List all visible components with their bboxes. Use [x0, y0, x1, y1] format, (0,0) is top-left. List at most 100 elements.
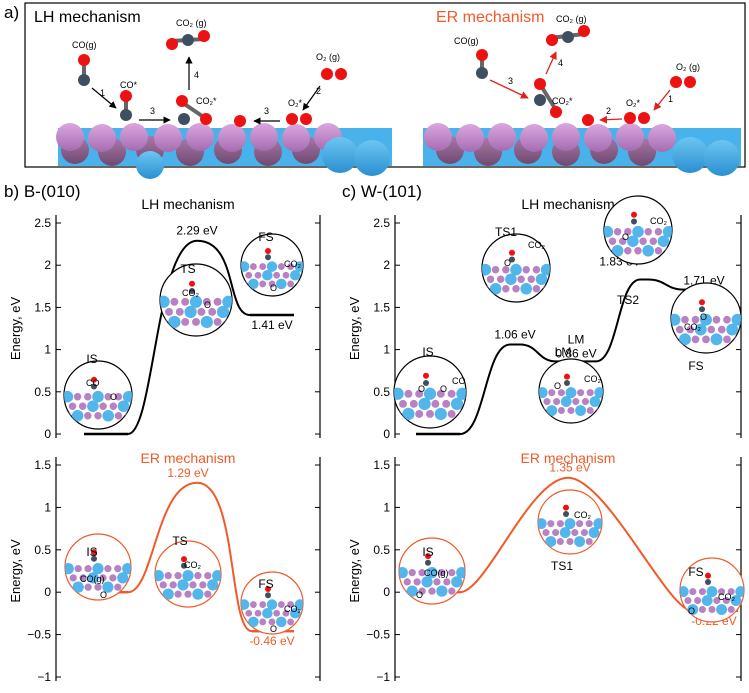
slab-atom-pink	[447, 410, 456, 418]
er-label-o2-g: O₂ (g)	[676, 62, 700, 72]
slab-atom-pink	[428, 587, 436, 595]
y-tick-label: 1.5	[34, 300, 51, 314]
slab-atom-blue	[162, 588, 174, 600]
slab-atom-blue	[289, 607, 301, 619]
y-axis-label: Energy, eV	[8, 297, 23, 361]
inset-species-label: CO₂	[182, 288, 200, 298]
slab-atom-pink	[431, 399, 440, 408]
carbon-atom	[425, 559, 431, 566]
slab-atom-blue	[540, 263, 550, 276]
slab-atom-pink	[245, 609, 253, 617]
y-tick-label: 1	[44, 343, 51, 357]
slab-atom-pink	[164, 572, 172, 580]
panel-a: a)	[4, 2, 746, 179]
slab-atom-pink	[722, 597, 730, 605]
slab-atom-pink	[155, 590, 162, 598]
inset-species-label: CO₂	[284, 259, 302, 269]
state-label: IS	[422, 545, 433, 559]
inset-species-label: CO₂	[650, 216, 668, 226]
carbon-atom	[189, 288, 195, 294]
slab-atom-blue	[189, 295, 203, 308]
slab-atom-blue	[200, 315, 213, 329]
slab-atom-pink	[254, 609, 262, 617]
inset-species-label: CO₂	[684, 322, 702, 332]
slab-atom-pink	[698, 606, 706, 614]
slab-atom-pink	[268, 618, 276, 626]
inset-species-label: O	[504, 258, 511, 268]
slab-atom-pink	[581, 398, 589, 406]
slab-atom-blue	[117, 400, 130, 412]
slab-atom-blue	[399, 567, 408, 579]
state-label: FS	[688, 565, 703, 579]
lh-label-o2-g: O₂ (g)	[316, 52, 340, 62]
slab-atom-pink	[189, 581, 197, 589]
lh-arrows	[91, 56, 321, 125]
energy-profile-line	[416, 476, 738, 612]
slab-atom-pink	[79, 574, 87, 582]
slab-atom-pink	[273, 271, 281, 279]
slab-atom-pink	[618, 237, 627, 245]
slab-atom-pink	[204, 572, 212, 580]
y-tick-label: 1.5	[373, 458, 390, 472]
y-tick-label: 1.5	[373, 300, 390, 314]
slab-atom-pink	[689, 588, 697, 596]
slab-atom-blue	[294, 261, 303, 272]
carbon-atom	[423, 380, 429, 386]
lh-molecules	[78, 30, 347, 127]
slab-atom-blue	[687, 604, 699, 615]
oxygen-atom	[91, 549, 97, 556]
slab-atom-pink	[109, 574, 117, 582]
slab-atom-pink	[259, 280, 267, 288]
inset-species-label: CO	[452, 376, 466, 386]
slab-atom-blue	[735, 586, 744, 598]
slab-atom-pink	[174, 572, 182, 580]
slab-atom-blue	[574, 536, 586, 547]
slab-atom-blue	[294, 599, 303, 610]
slab-atom-pink	[418, 587, 426, 595]
slab-atom-blue	[289, 269, 301, 281]
chart-title: LH mechanism	[521, 196, 614, 212]
inset-species-label: CO	[86, 378, 100, 388]
slab-atom-pink	[433, 578, 441, 586]
oxygen-atom	[181, 556, 187, 563]
slab-atom-pink	[538, 538, 545, 546]
slab-atom-pink	[556, 520, 564, 528]
panel-c-label: c) W-(101)	[342, 182, 422, 201]
inset-species-label: CO₂	[184, 560, 202, 570]
slab-atom-blue	[436, 585, 448, 597]
slab-atom-pink	[415, 410, 424, 418]
slab-atom-blue	[731, 313, 741, 326]
slab-atom-blue	[64, 390, 74, 403]
slab-atom-pink	[282, 609, 290, 617]
inset-slab	[65, 563, 131, 593]
slab-atom-pink	[681, 315, 689, 324]
inset-slab	[604, 225, 672, 257]
slab-atom-pink	[718, 588, 726, 596]
inset-species-label: CO₂	[584, 374, 602, 384]
slab-atom-pink	[192, 318, 200, 326]
y-tick-label: −1	[376, 670, 390, 684]
slab-atom-pink	[634, 247, 642, 255]
slab-atom-pink	[213, 318, 222, 326]
value-label: 2.29 eV	[176, 224, 217, 238]
y-tick-label: 0.5	[373, 543, 390, 557]
slab-atom-blue	[535, 273, 548, 285]
slab-atom-pink	[698, 588, 706, 596]
state-label: LM	[555, 345, 572, 359]
slab-atom-blue	[122, 390, 132, 403]
slab-atom-pink	[576, 520, 584, 528]
slab-atom-pink	[684, 597, 692, 605]
slab-atom-blue	[117, 572, 129, 584]
slab-atom-blue	[730, 595, 742, 606]
oxygen-atom	[705, 572, 711, 579]
slab-atom-blue	[505, 273, 517, 285]
slab-atom-pink	[213, 297, 222, 306]
slab-atom-pink	[208, 307, 217, 316]
slab-atom-pink	[671, 335, 679, 344]
